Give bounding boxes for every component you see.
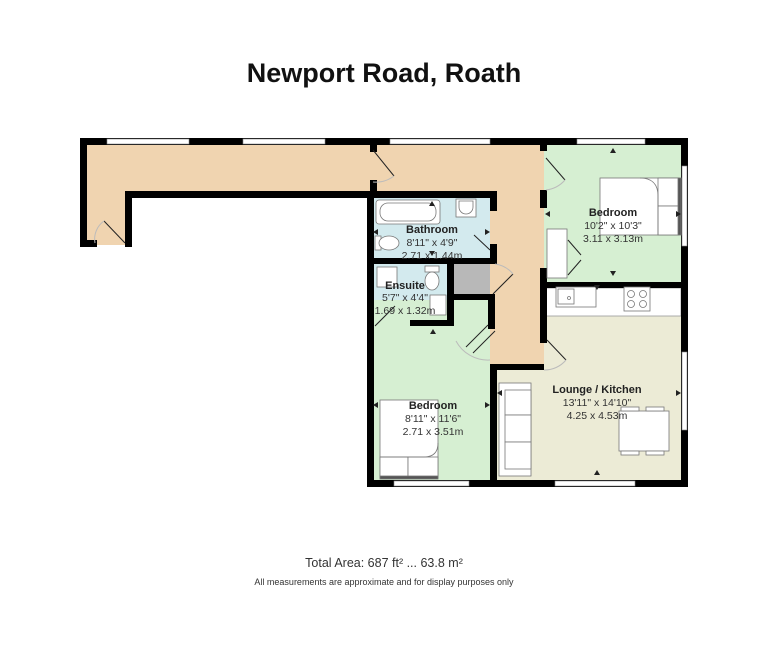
bathtub-icon (375, 199, 441, 225)
toilet-icon (374, 235, 400, 251)
svg-text:Ensuite: Ensuite (385, 280, 425, 292)
wardrobe-icon (546, 228, 568, 279)
svg-text:8'11" x 11'6": 8'11" x 11'6" (405, 413, 461, 425)
bedroom-1-label: Bedroom 10'2" x 10'3" 3.11 x 3.13m (583, 207, 643, 245)
svg-text:5'7" x 4'4": 5'7" x 4'4" (382, 292, 428, 304)
ensuite-sink-icon (429, 294, 447, 316)
dining-table-icon (618, 406, 670, 456)
kitchen-sink-icon (555, 286, 597, 308)
shower-icon (376, 266, 398, 288)
total-area: Total Area: 687 ft² ... 63.8 m² (305, 556, 463, 570)
entrance-door (94, 220, 126, 244)
svg-text:1.69 x 1.32m: 1.69 x 1.32m (375, 305, 436, 317)
svg-text:3.11 x 3.13m: 3.11 x 3.13m (583, 233, 643, 245)
svg-text:10'2" x 10'3": 10'2" x 10'3" (584, 220, 642, 232)
windows (106, 138, 688, 487)
svg-text:4.25 x 4.53m: 4.25 x 4.53m (567, 410, 628, 422)
plan-title: Newport Road, Roath (246, 58, 522, 88)
disclaimer: All measurements are approximate and for… (254, 577, 514, 587)
svg-text:Bathroom: Bathroom (406, 224, 458, 236)
svg-text:2.71 x 3.51m: 2.71 x 3.51m (403, 426, 464, 438)
sofa-icon (498, 382, 532, 477)
bedroom-2-label: Bedroom 8'11" x 11'6" 2.71 x 3.51m (403, 400, 464, 438)
svg-text:13'11" x 14'10": 13'11" x 14'10" (563, 397, 632, 409)
svg-text:2.71 x 1.44m: 2.71 x 1.44m (402, 250, 463, 262)
hallway (87, 145, 544, 370)
double-bed-2-icon (379, 399, 439, 480)
lounge-kitchen-label: Lounge / Kitchen 13'11" x 14'10" 4.25 x … (552, 384, 642, 422)
walls (80, 138, 688, 487)
svg-text:8'11" x 4'9": 8'11" x 4'9" (407, 237, 458, 249)
bathroom-label: Bathroom 8'11" x 4'9" 2.71 x 1.44m (402, 224, 463, 262)
svg-text:Bedroom: Bedroom (409, 400, 458, 412)
ensuite-label: Ensuite 5'7" x 4'4" 1.69 x 1.32m (375, 280, 436, 317)
cupboard-floor (454, 264, 490, 294)
svg-text:Bedroom: Bedroom (589, 207, 638, 219)
dimension-markers (373, 148, 681, 475)
double-bed-1-icon (599, 177, 682, 236)
ensuite-toilet-icon (424, 265, 440, 291)
hob-icon (623, 286, 651, 312)
doors (372, 149, 582, 371)
svg-text:Lounge / Kitchen: Lounge / Kitchen (552, 384, 642, 396)
bathroom-sink-icon (455, 198, 477, 218)
